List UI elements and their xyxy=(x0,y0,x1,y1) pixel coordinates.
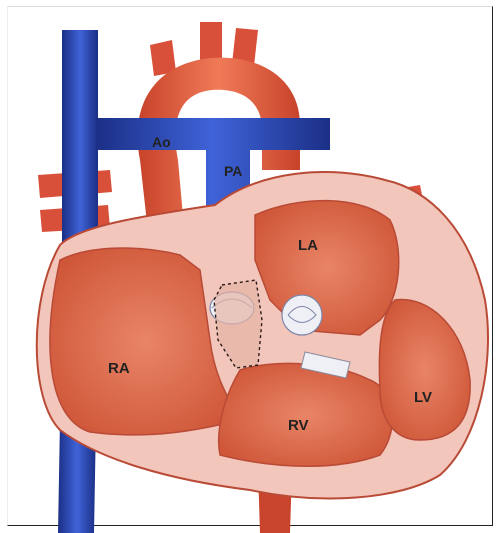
right-ventricle-chamber xyxy=(219,363,393,466)
label-rv: RV xyxy=(288,417,309,434)
aortic-valve xyxy=(282,295,322,335)
label-lv: LV xyxy=(414,389,432,406)
label-ra: RA xyxy=(108,360,130,377)
label-la: LA xyxy=(298,237,318,254)
label-ao: Ao xyxy=(152,134,171,150)
label-pa: PA xyxy=(224,163,242,179)
